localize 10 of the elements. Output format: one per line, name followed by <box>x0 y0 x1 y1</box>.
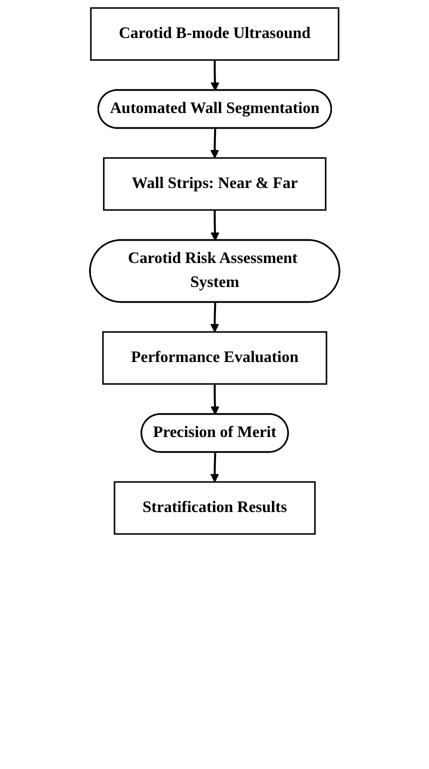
arrow <box>210 210 220 241</box>
arrow <box>210 302 219 332</box>
node-box: Stratification Results <box>114 481 316 535</box>
node-box: Carotid B-mode Ultrasound <box>90 7 340 61</box>
node-box: Wall Strips: Near & Far <box>102 157 326 211</box>
arrow <box>210 452 219 482</box>
arrow <box>210 128 219 158</box>
arrow <box>210 60 220 91</box>
node-box: Performance Evaluation <box>102 331 327 385</box>
arrow <box>210 384 220 415</box>
